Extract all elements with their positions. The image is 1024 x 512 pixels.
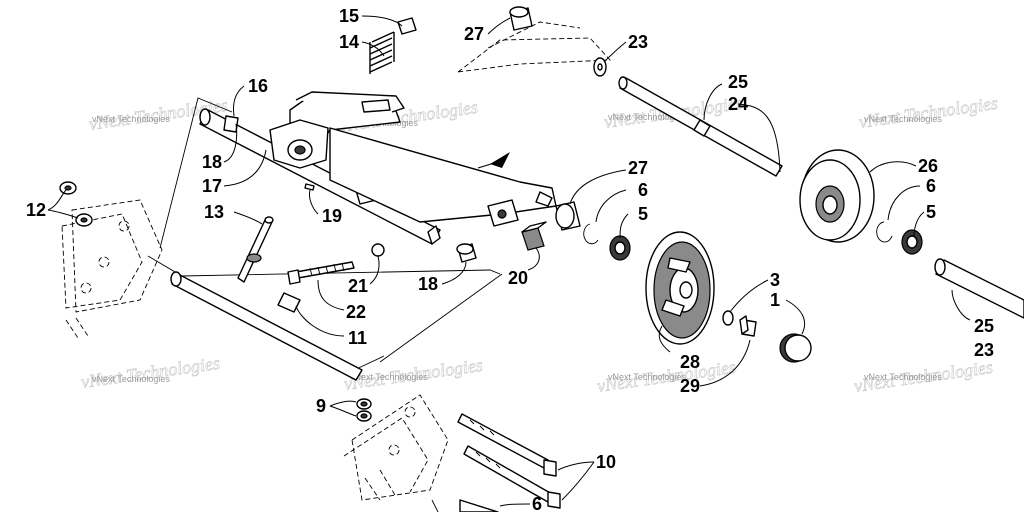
cap-15 bbox=[397, 17, 417, 35]
callout-26: 26 bbox=[918, 156, 938, 176]
callout-12: 12 bbox=[26, 200, 46, 220]
watermark: vNext Technologies bbox=[92, 114, 170, 124]
upper-frame-rail bbox=[456, 21, 611, 73]
lower-frame-rail bbox=[343, 394, 449, 501]
callout-11: 11 bbox=[348, 328, 367, 348]
callout-9: 9 bbox=[316, 396, 326, 416]
left-frame-rail bbox=[61, 199, 163, 339]
callout-10: 10 bbox=[596, 452, 616, 472]
watermark: vNext Technologies bbox=[80, 353, 221, 392]
callout-13: 13 bbox=[204, 202, 224, 222]
nut-9 bbox=[356, 398, 372, 422]
spring-14 bbox=[369, 31, 395, 74]
callout-6: 6 bbox=[532, 494, 542, 512]
washer-3 bbox=[722, 310, 734, 326]
callout-3: 3 bbox=[770, 270, 780, 290]
callout-14: 14 bbox=[339, 32, 359, 52]
callout-29: 29 bbox=[680, 376, 700, 396]
bushing-27-top bbox=[509, 6, 533, 31]
pin-13 bbox=[237, 216, 274, 283]
callout-25: 25 bbox=[728, 72, 748, 92]
tube-25-right bbox=[934, 258, 1024, 319]
callout-18: 18 bbox=[418, 274, 438, 294]
callout-27: 27 bbox=[628, 158, 648, 178]
axle-24 bbox=[618, 76, 783, 177]
callout-24: 24 bbox=[728, 94, 748, 114]
nut-12 bbox=[59, 181, 93, 227]
callout-22: 22 bbox=[346, 302, 366, 322]
callout-15: 15 bbox=[339, 6, 359, 26]
bushing-27-mid bbox=[555, 201, 581, 231]
bearing-5-mid bbox=[609, 235, 631, 261]
bushing-18 bbox=[456, 243, 477, 263]
callout-5: 5 bbox=[638, 204, 648, 224]
callout-23: 23 bbox=[628, 32, 648, 52]
shaft-11 bbox=[170, 271, 363, 381]
callout-20: 20 bbox=[508, 268, 528, 288]
bolt-10 bbox=[457, 413, 561, 509]
callout-16: 16 bbox=[248, 76, 268, 96]
callout-23: 23 bbox=[974, 340, 994, 360]
washer-23-top bbox=[593, 57, 607, 77]
bolt-29 bbox=[739, 315, 757, 337]
watermark: vNext Technologies bbox=[608, 372, 686, 382]
callout-25: 25 bbox=[974, 316, 994, 336]
watermark: vNext Technologies bbox=[858, 93, 999, 132]
bolt-22 bbox=[287, 261, 355, 285]
callout-21: 21 bbox=[348, 276, 368, 296]
washer-21 bbox=[371, 243, 385, 257]
idler-wheel-26 bbox=[799, 149, 875, 243]
cap-1 bbox=[779, 333, 812, 363]
callout-27: 27 bbox=[464, 24, 484, 44]
watermark: vNext Technologies bbox=[92, 374, 170, 384]
watermark: vNext Technologies bbox=[608, 112, 686, 122]
watermark: vNext Technologies bbox=[350, 372, 428, 382]
pin-19 bbox=[304, 183, 315, 191]
tube-6-bottom bbox=[459, 499, 499, 512]
swing-arm-assembly bbox=[199, 91, 557, 245]
bearing-5-right bbox=[901, 229, 923, 255]
callout-5: 5 bbox=[926, 202, 936, 222]
snap-ring-6-right bbox=[876, 221, 893, 243]
callout-18: 18 bbox=[202, 152, 222, 172]
callout-6: 6 bbox=[638, 180, 648, 200]
callout-28: 28 bbox=[680, 352, 700, 372]
idler-wheel-28 bbox=[645, 231, 715, 345]
watermark: vNext Technologies bbox=[864, 372, 942, 382]
callout-labels: 15 14 16 27 23 25 24 26 6 5 27 6 5 18 17… bbox=[26, 6, 994, 512]
callout-19: 19 bbox=[322, 206, 342, 226]
callout-1: 1 bbox=[770, 290, 780, 310]
snap-ring-6-mid bbox=[583, 223, 599, 245]
leader-lines bbox=[47, 15, 971, 507]
block-20 bbox=[521, 221, 547, 251]
callout-6: 6 bbox=[926, 176, 936, 196]
watermark: vNext Technologies bbox=[864, 114, 942, 124]
direction-arrow-icon bbox=[477, 152, 510, 169]
callout-17: 17 bbox=[202, 176, 222, 196]
